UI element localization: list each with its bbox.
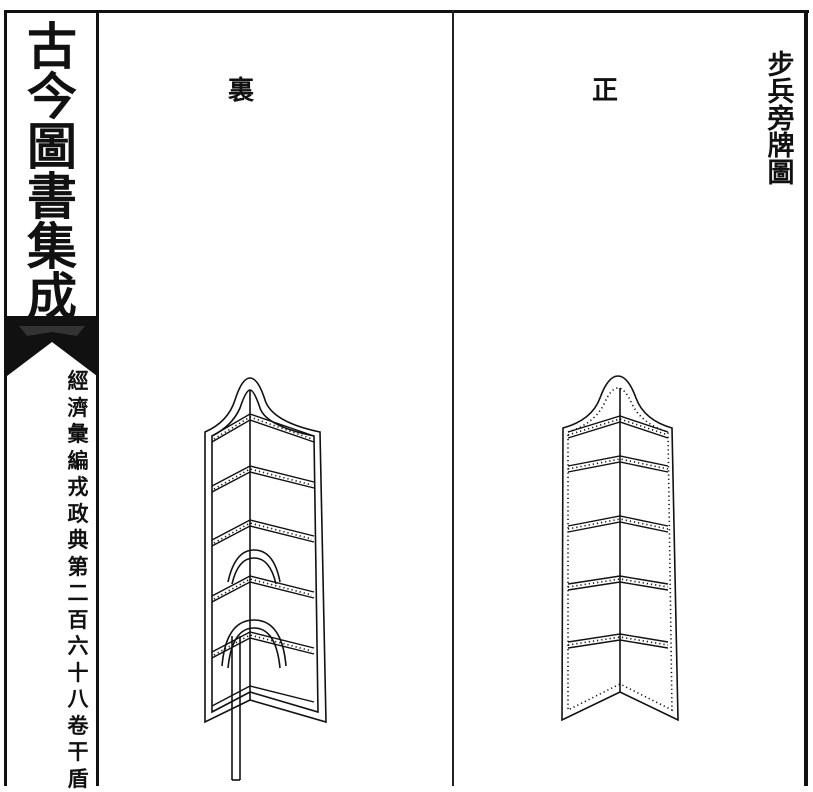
vertical-char: 十 bbox=[64, 660, 92, 687]
frame-right-border bbox=[804, 10, 808, 786]
vertical-char: 成 bbox=[14, 272, 90, 322]
vertical-char: 百 bbox=[64, 607, 92, 634]
vertical-char: 旁 bbox=[764, 106, 798, 133]
frame-top-border bbox=[4, 10, 809, 13]
vertical-char: 今 bbox=[14, 72, 90, 122]
vertical-char: 兵 bbox=[764, 79, 798, 106]
spine-divider bbox=[96, 10, 99, 786]
shield-back-illustration bbox=[190, 370, 340, 786]
center-divider bbox=[452, 10, 454, 786]
vertical-char: 彙 bbox=[64, 421, 92, 448]
vertical-char: 六 bbox=[64, 633, 92, 660]
vertical-char: 八 bbox=[64, 686, 92, 713]
vertical-char: 卷 bbox=[64, 713, 92, 740]
frame-left-border bbox=[4, 10, 7, 786]
vertical-char: 經 bbox=[64, 368, 92, 395]
vertical-char: 圖 bbox=[764, 160, 798, 187]
vertical-char: 牌 bbox=[764, 133, 798, 160]
shield-front-illustration bbox=[548, 370, 698, 730]
book-title: 古今圖書集成 bbox=[14, 22, 90, 322]
vertical-char: 盾 bbox=[64, 766, 92, 792]
vertical-char: 古 bbox=[14, 22, 90, 72]
vertical-char: 圖 bbox=[14, 122, 90, 172]
front-view-label: 正 bbox=[585, 78, 625, 104]
vertical-char: 政 bbox=[64, 501, 92, 528]
vertical-char: 集 bbox=[14, 222, 90, 272]
vertical-char: 典 bbox=[64, 527, 92, 554]
plate-caption: 步兵旁牌圖 bbox=[764, 52, 798, 187]
vertical-char: 干 bbox=[64, 739, 92, 766]
back-view-label: 裏 bbox=[221, 78, 261, 104]
vertical-char: 步 bbox=[764, 52, 798, 79]
section-info: 經濟彙編戎政典第二百六十八卷干盾 bbox=[64, 368, 92, 792]
vertical-char: 編 bbox=[64, 448, 92, 475]
vertical-char: 二 bbox=[64, 580, 92, 607]
vertical-char: 戎 bbox=[64, 474, 92, 501]
vertical-char: 書 bbox=[14, 172, 90, 222]
vertical-char: 第 bbox=[64, 554, 92, 581]
vertical-char: 濟 bbox=[64, 395, 92, 422]
